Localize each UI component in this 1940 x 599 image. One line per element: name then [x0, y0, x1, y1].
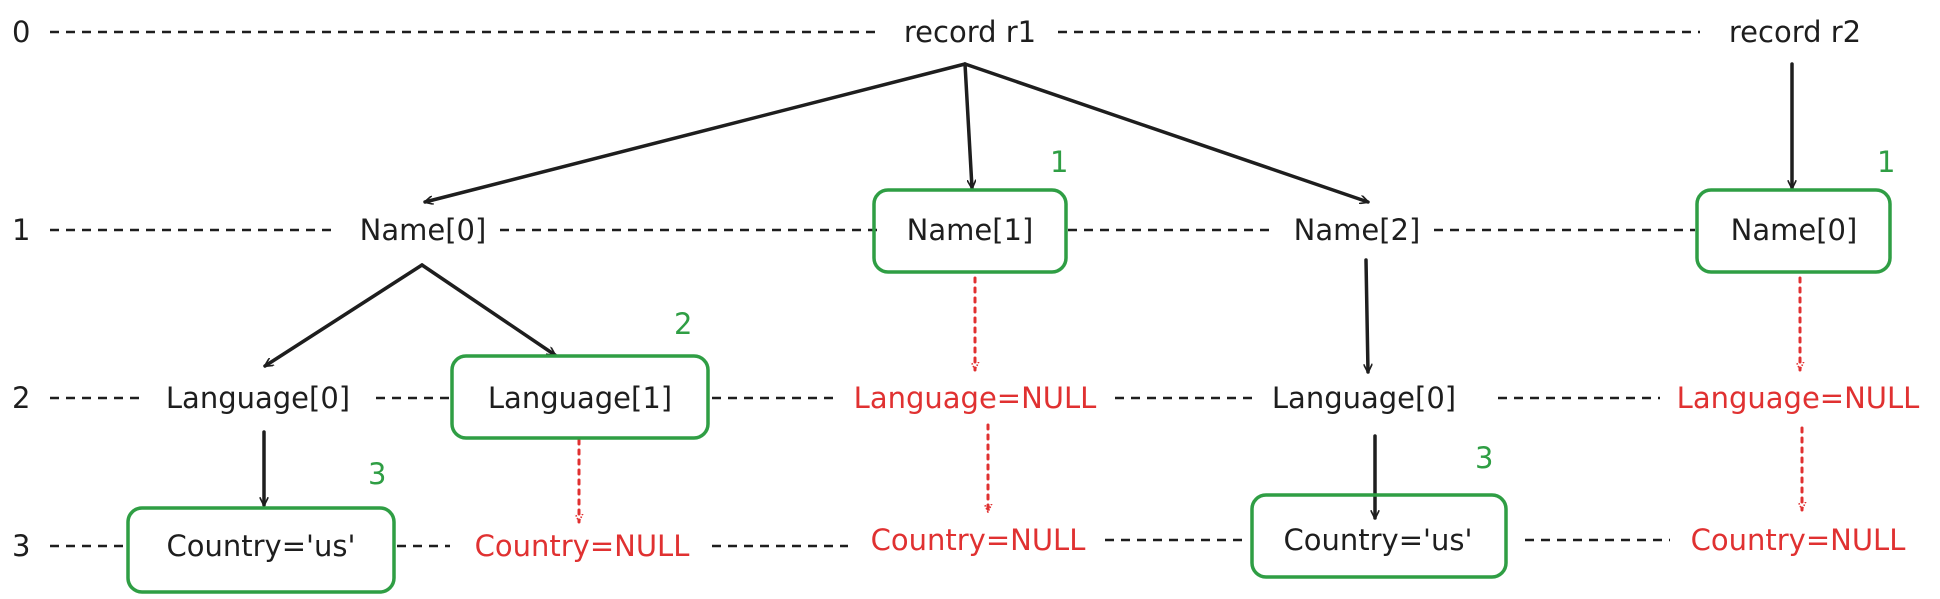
rep-level-r1-country-b: 3: [1475, 441, 1493, 475]
record-r2-label: record r2: [1729, 15, 1861, 49]
level-3-label: 3: [12, 529, 30, 563]
node-r1-name2: Name[2]: [1294, 213, 1421, 247]
tree-edges: [264, 62, 1792, 520]
node-r2-name0: Name[0]: [1731, 213, 1858, 247]
node-r1-country-null-b: Country=NULL: [871, 523, 1086, 557]
node-r1-name0-language1: Language[1]: [488, 381, 672, 415]
node-r1-name1-language-null: Language=NULL: [854, 381, 1097, 415]
node-r2-country-null: Country=NULL: [1691, 523, 1906, 557]
level-2-label: 2: [12, 381, 30, 415]
level-guide-lines: [50, 30, 1700, 548]
highlight-boxes: [126, 188, 1892, 594]
rep-level-r2-name0: 1: [1877, 145, 1895, 179]
node-r1-country-null-a: Country=NULL: [475, 529, 690, 563]
node-r2-name0-language-null: Language=NULL: [1677, 381, 1920, 415]
node-r1-name1: Name[1]: [907, 213, 1034, 247]
level-1-label: 1: [12, 213, 30, 247]
node-r1-country-us-b: Country='us': [1284, 523, 1473, 557]
node-r1-name0: Name[0]: [360, 213, 487, 247]
null-edges: [579, 276, 1802, 524]
rep-level-r1-name1: 1: [1050, 145, 1068, 179]
record-r1-label: record r1: [904, 15, 1036, 49]
node-r1-name2-language0: Language[0]: [1272, 381, 1456, 415]
node-r1-name0-language0: Language[0]: [166, 381, 350, 415]
node-r1-country-us-a: Country='us': [167, 529, 356, 563]
rep-level-r1-language1: 2: [674, 307, 692, 341]
level-0-label: 0: [12, 15, 30, 49]
rep-level-r1-country-a: 3: [368, 457, 386, 491]
